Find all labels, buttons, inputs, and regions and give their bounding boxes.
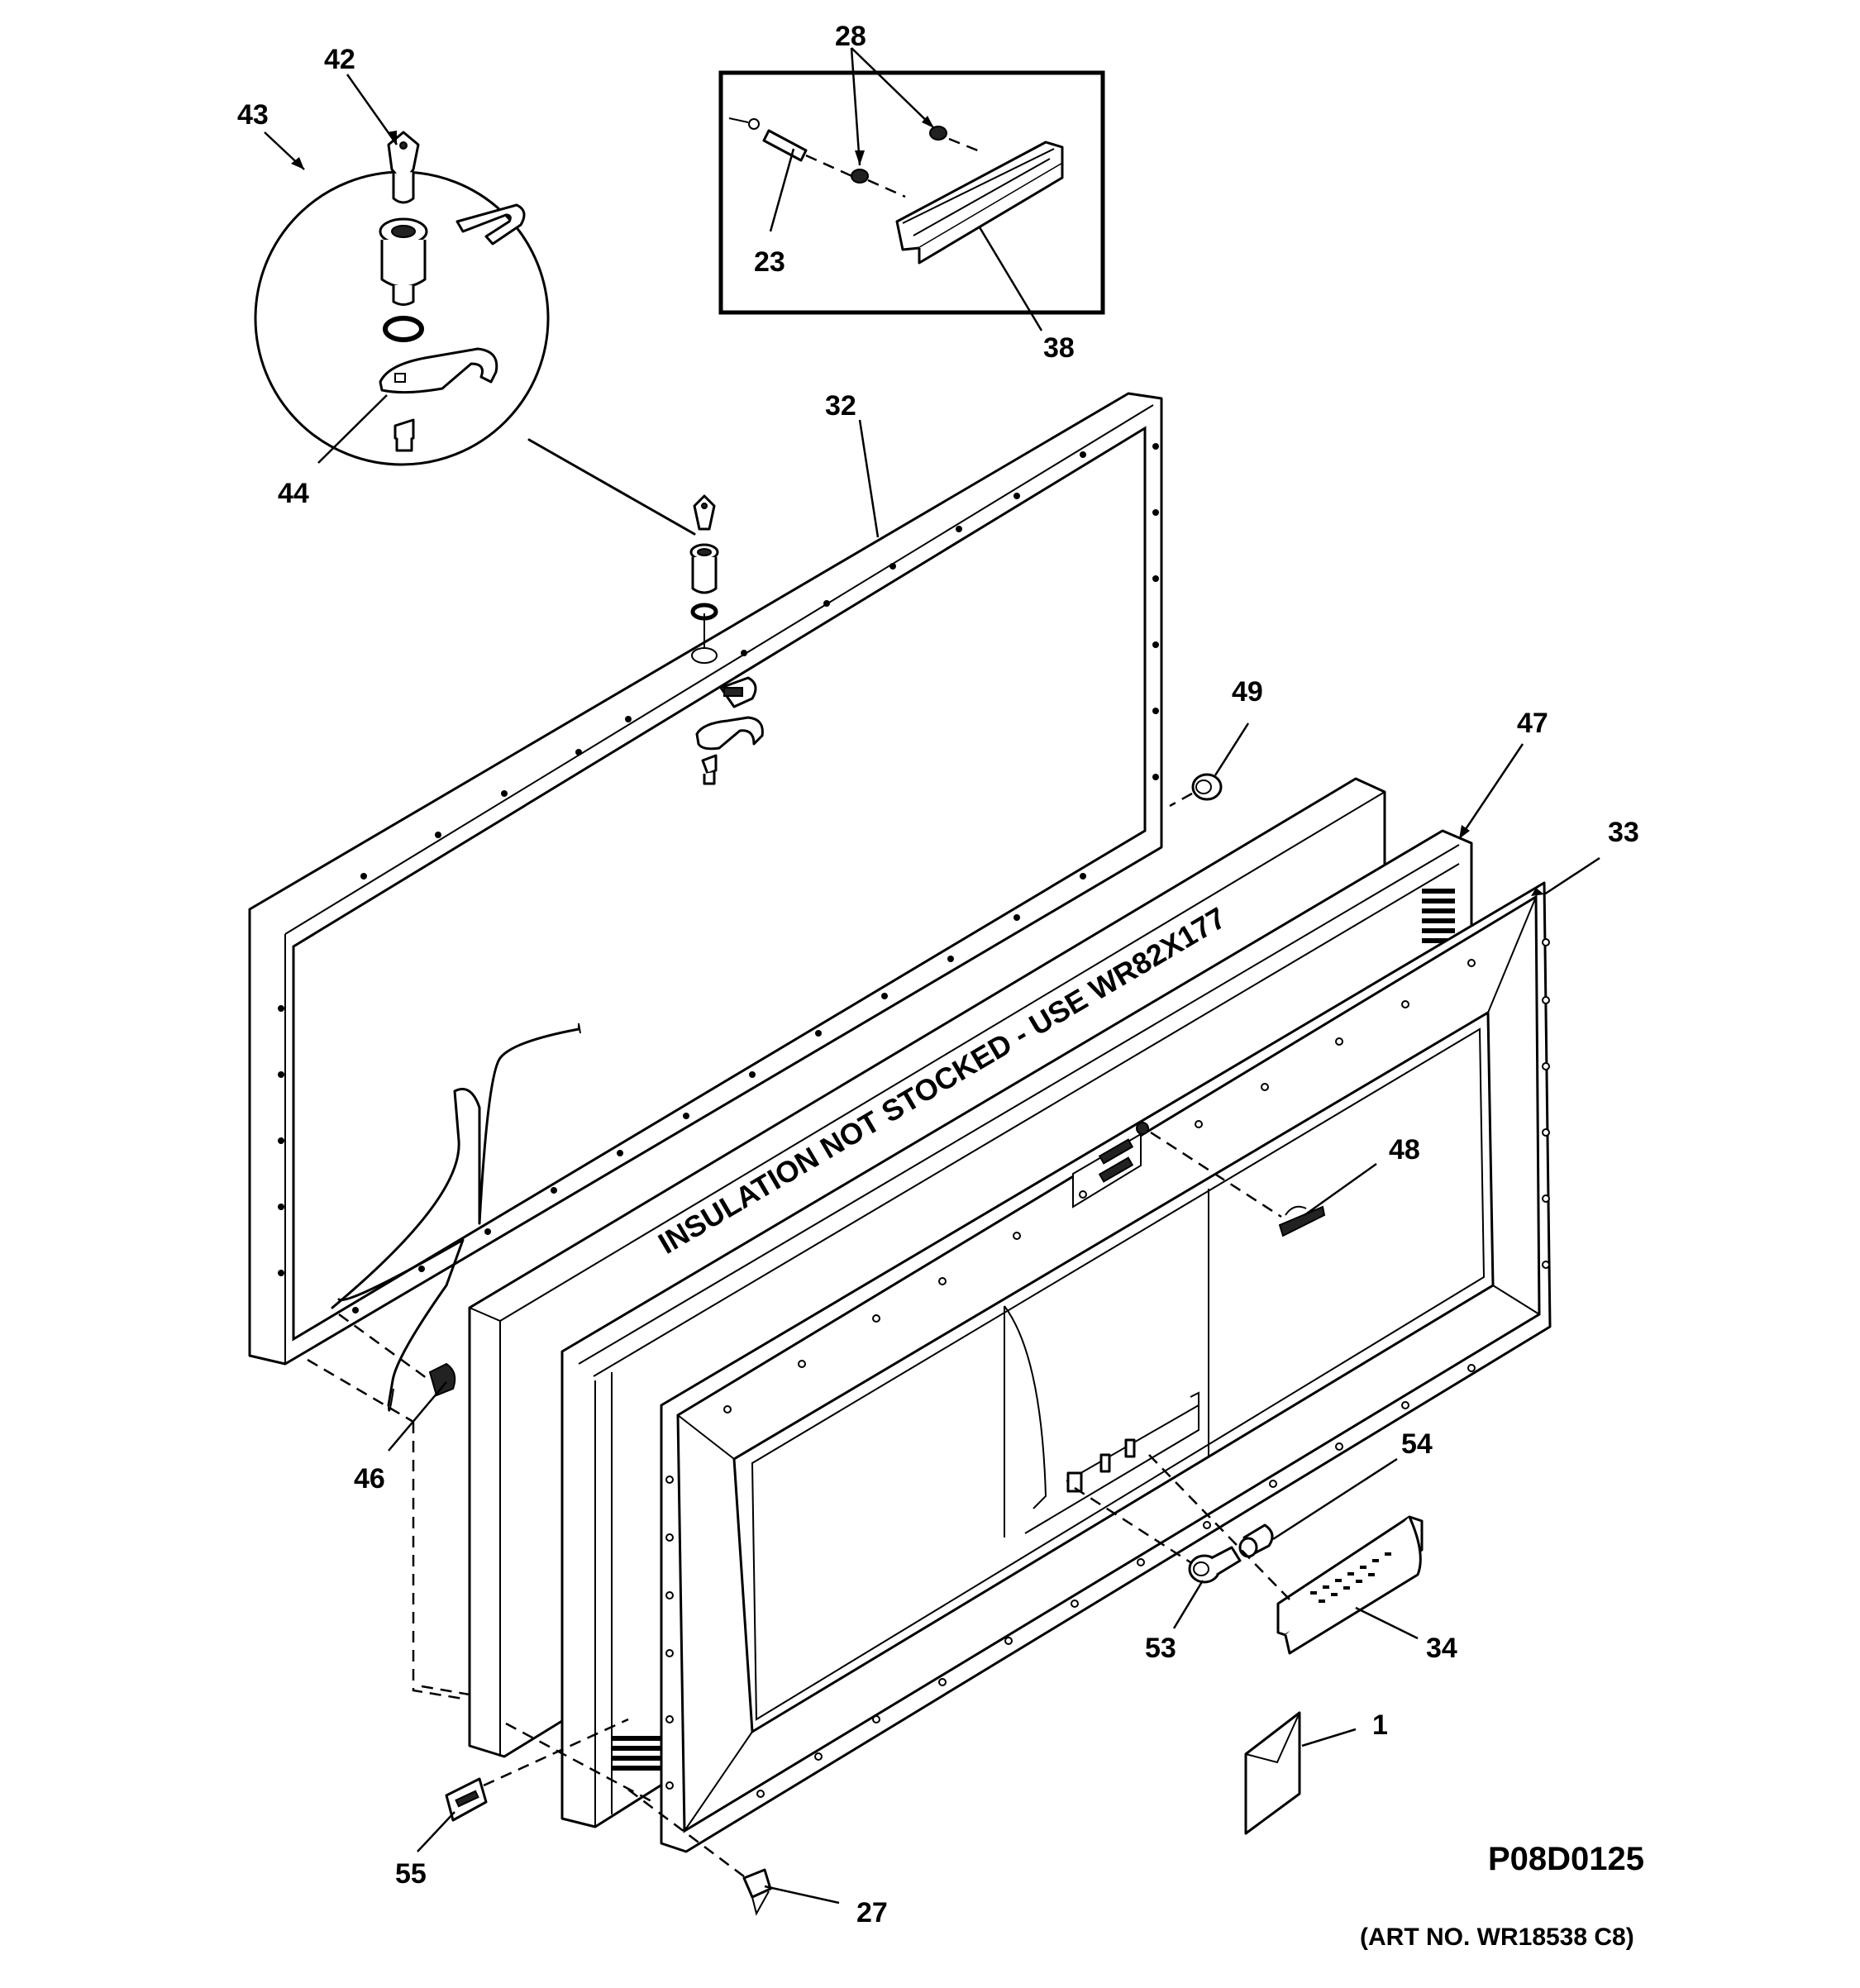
callout-49: 49 (1232, 676, 1263, 708)
callout-42: 42 (324, 44, 355, 75)
callout-33: 33 (1608, 817, 1639, 848)
vent-grille (612, 889, 1455, 1771)
drawing-number: P08D0125 (1488, 1841, 1644, 1877)
callout-47: 47 (1517, 708, 1548, 739)
callout-leaders (264, 47, 1600, 1905)
outer-door-panel (248, 392, 1163, 1412)
light-shield-part-34 (1148, 1454, 1424, 1655)
handle-inset (718, 70, 1105, 315)
nut-part (851, 126, 985, 198)
callout-46: 46 (354, 1463, 385, 1495)
envelope-part-1 (1244, 1711, 1301, 1835)
callout-43: 43 (237, 99, 269, 131)
callout-55: 55 (395, 1858, 427, 1890)
callout-labels: 1 23 27 28 32 33 34 38 42 43 44 46 47 48… (237, 21, 1639, 1928)
pin-part (762, 129, 856, 179)
lamp-part-54 (1238, 1523, 1274, 1558)
clip-part-55 (445, 1718, 629, 1822)
pin-part-46 (338, 1313, 456, 1397)
callout-28: 28 (835, 21, 866, 52)
callout-arrowheads (291, 116, 1544, 896)
inner-liner (660, 881, 1552, 1853)
handle-part (895, 141, 1064, 265)
art-number: (ART NO. WR18538 C8) (1360, 1924, 1634, 1951)
callout-1: 1 (1372, 1709, 1388, 1741)
lock-detail (254, 131, 696, 536)
perimeter-holes (278, 443, 1159, 1313)
callout-23: 23 (754, 246, 785, 278)
callout-32: 32 (825, 390, 856, 422)
clip-part (455, 203, 526, 246)
screw-part (393, 418, 415, 452)
callout-27: 27 (856, 1897, 888, 1928)
lock-assembly-installed (689, 494, 764, 785)
callout-34: 34 (1426, 1633, 1457, 1664)
callout-38: 38 (1043, 332, 1075, 364)
callout-48: 48 (1389, 1134, 1420, 1166)
callout-54: 54 (1401, 1428, 1433, 1460)
switch-part-53 (1074, 1486, 1242, 1584)
callout-53: 53 (1145, 1633, 1176, 1664)
plug-part-49 (1169, 773, 1223, 808)
key-part (387, 131, 420, 204)
liner-holes (665, 938, 1550, 1798)
screw-part-27 (627, 1789, 772, 1916)
cam-part (379, 347, 498, 394)
callout-44: 44 (278, 478, 309, 509)
lock-cylinder-part (379, 217, 428, 306)
